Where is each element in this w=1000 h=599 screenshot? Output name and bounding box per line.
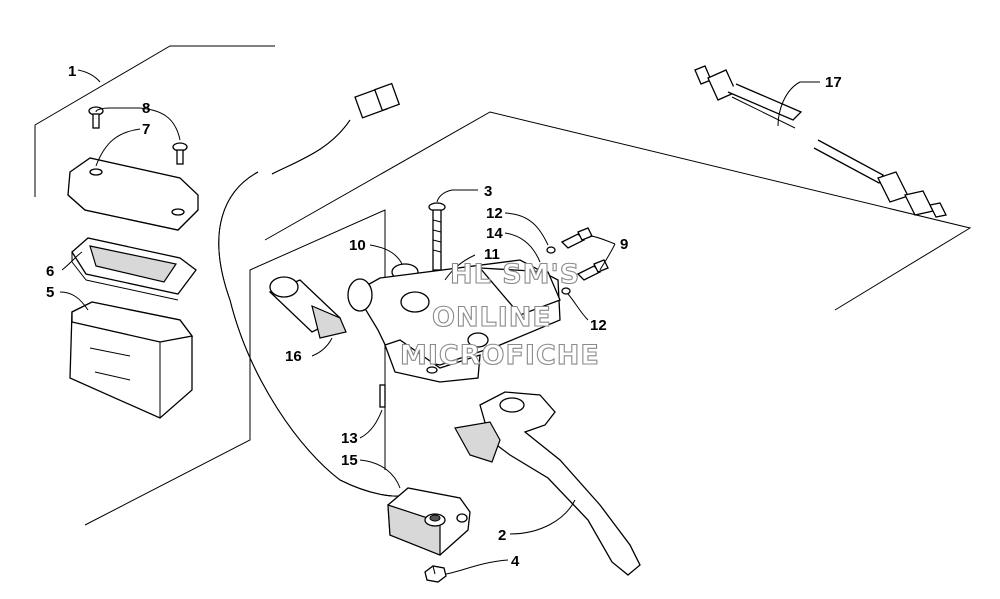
master-cylinder xyxy=(347,259,561,383)
callout-15: 15 xyxy=(341,452,358,469)
part-2-lever xyxy=(454,391,641,576)
callout-7: 7 xyxy=(142,121,150,138)
callout-5: 5 xyxy=(46,284,54,301)
watermark: HL SM'S ONLINE MICROFICHE xyxy=(399,258,600,371)
watermark-line-3: MICROFICHE xyxy=(400,340,600,371)
part-15-housing xyxy=(387,487,471,556)
part-7-cover xyxy=(67,157,199,231)
callout-17: 17 xyxy=(825,74,842,91)
callout-11: 11 xyxy=(484,246,500,263)
part-4-nut xyxy=(424,565,447,583)
part-16-switch xyxy=(268,276,347,339)
callout-12-bottom: 12 xyxy=(590,317,607,334)
part-8-screws xyxy=(88,106,188,165)
callout-6: 6 xyxy=(46,263,54,280)
callout-8: 8 xyxy=(142,100,150,117)
leader-lines xyxy=(59,69,820,575)
callout-12-top: 12 xyxy=(486,205,503,222)
watermark-line-2: ONLINE xyxy=(432,302,552,333)
callout-13: 13 xyxy=(341,430,358,447)
part-3-screw xyxy=(428,202,446,271)
callout-14: 14 xyxy=(486,225,503,242)
part-17-cable xyxy=(694,65,947,218)
part-5-reservoir xyxy=(69,301,194,419)
callout-9: 9 xyxy=(620,236,628,253)
callout-4: 4 xyxy=(511,553,520,570)
watermark-line-1: HL SM'S xyxy=(450,259,580,290)
callout-1: 1 xyxy=(68,63,76,80)
callout-16: 16 xyxy=(285,348,302,365)
callout-labels: 1 2 3 4 5 6 7 8 9 10 11 12 12 13 14 15 1… xyxy=(46,63,842,570)
callout-10: 10 xyxy=(349,237,366,254)
part-13-screw xyxy=(379,384,386,408)
callout-2: 2 xyxy=(498,527,506,544)
callout-3: 3 xyxy=(484,183,492,200)
part-6-diaphragm xyxy=(71,237,197,301)
wire-harness xyxy=(218,82,406,497)
